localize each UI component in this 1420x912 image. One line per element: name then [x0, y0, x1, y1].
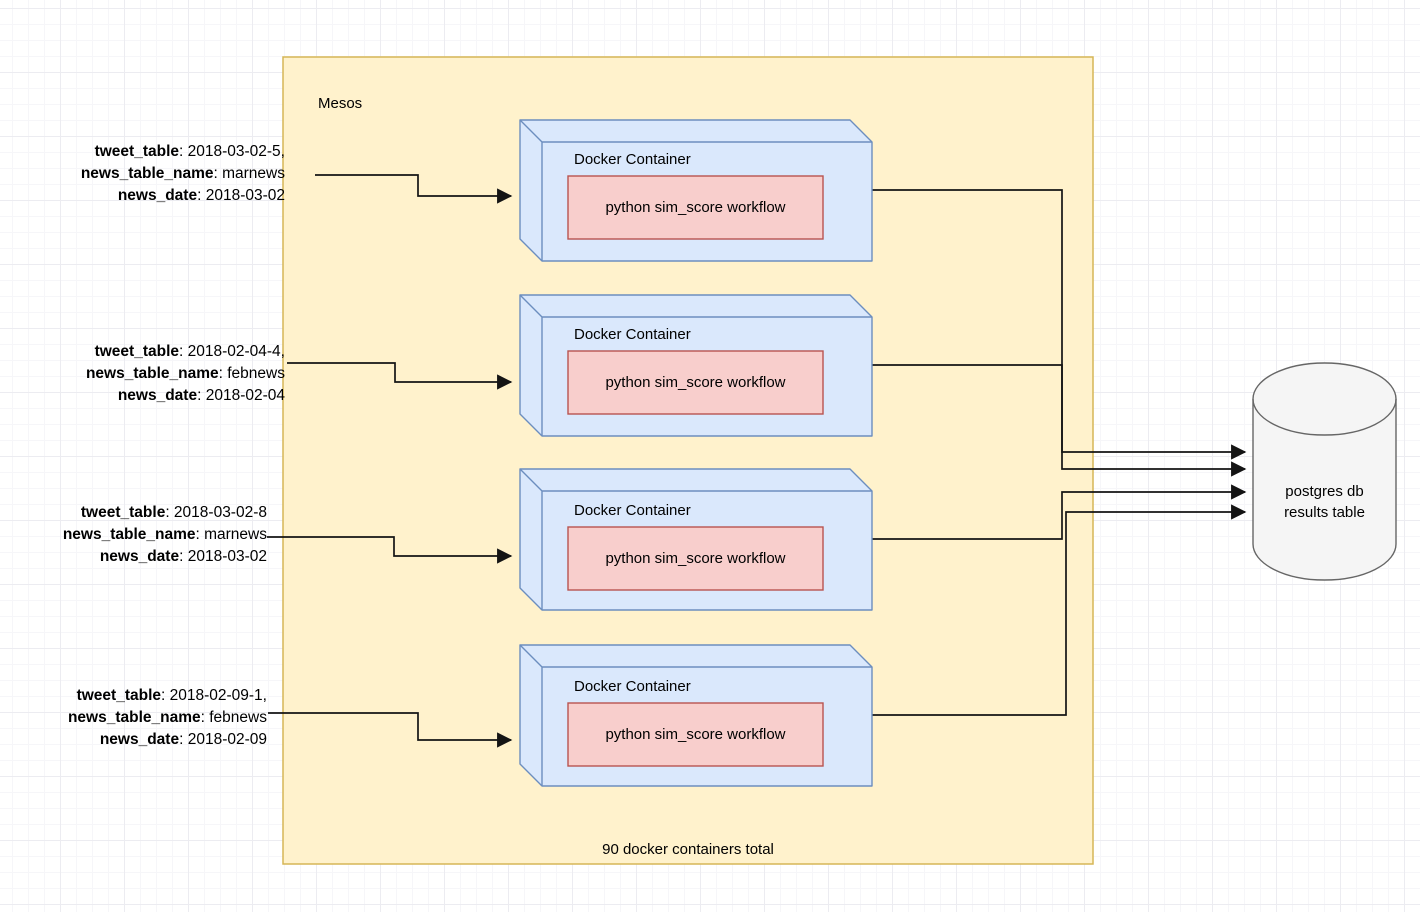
param-line: news_date: 2018-02-04 [117, 387, 285, 404]
docker-container-title-1: Docker Container [574, 151, 691, 168]
input-parameters-1: tweet_table: 2018-03-02-5, news_table_na… [10, 141, 285, 207]
input-arrow-1 [315, 174, 513, 204]
docker-container-cube-1 [519, 119, 873, 262]
output-arrow-2 [872, 364, 1247, 477]
input-arrow-4 [268, 712, 513, 748]
input-parameters-2: tweet_table: 2018-02-04-4, news_table_na… [10, 341, 285, 407]
workflow-box-4 [567, 702, 824, 767]
param-line: news_date: 2018-03-02 [99, 548, 267, 565]
workflow-label-1: python sim_score workflow [605, 199, 786, 216]
mesos-cluster-label: Mesos [318, 95, 363, 112]
param-line: news_table_name: febnews [67, 709, 267, 726]
docker-container-title-4: Docker Container [574, 678, 691, 695]
docker-container-title-2: Docker Container [574, 326, 691, 343]
param-line: tweet_table: 2018-02-04-4, [94, 343, 285, 360]
param-line: news_table_name: marnews [62, 526, 267, 543]
docker-container-title-3: Docker Container [574, 502, 691, 519]
param-line: news_table_name: febnews [85, 365, 285, 382]
param-line: news_table_name: marnews [80, 165, 285, 182]
param-line: tweet_table: 2018-03-02-8 [80, 504, 267, 521]
output-arrow-1 [872, 189, 1247, 460]
database-label: postgres db results table [1253, 481, 1396, 523]
database-label-line1: postgres db [1285, 483, 1364, 500]
docker-container-cube-3 [519, 468, 873, 611]
workflow-box-3 [567, 526, 824, 591]
output-arrow-3 [872, 484, 1247, 540]
docker-container-cube-2 [519, 294, 873, 437]
workflow-box-1 [567, 175, 824, 240]
postgres-cylinder [1252, 362, 1397, 581]
input-parameters-3: tweet_table: 2018-03-02-8 news_table_nam… [0, 502, 267, 568]
workflow-box-2 [567, 350, 824, 415]
param-line: news_date: 2018-03-02 [117, 187, 285, 204]
database-label-line2: results table [1284, 504, 1365, 521]
output-arrow-4 [872, 504, 1247, 716]
container-count-label: 90 docker containers total [602, 841, 774, 858]
docker-container-cube-4 [519, 644, 873, 787]
input-arrow-2 [287, 362, 513, 390]
workflow-label-2: python sim_score workflow [605, 374, 786, 391]
workflow-label-4: python sim_score workflow [605, 726, 786, 743]
input-arrow-3 [267, 536, 513, 564]
workflow-label-3: python sim_score workflow [605, 550, 786, 567]
param-line: tweet_table: 2018-02-09-1, [76, 687, 267, 704]
param-line: tweet_table: 2018-03-02-5, [94, 143, 285, 160]
input-parameters-4: tweet_table: 2018-02-09-1, news_table_na… [0, 685, 267, 751]
param-line: news_date: 2018-02-09 [99, 731, 267, 748]
